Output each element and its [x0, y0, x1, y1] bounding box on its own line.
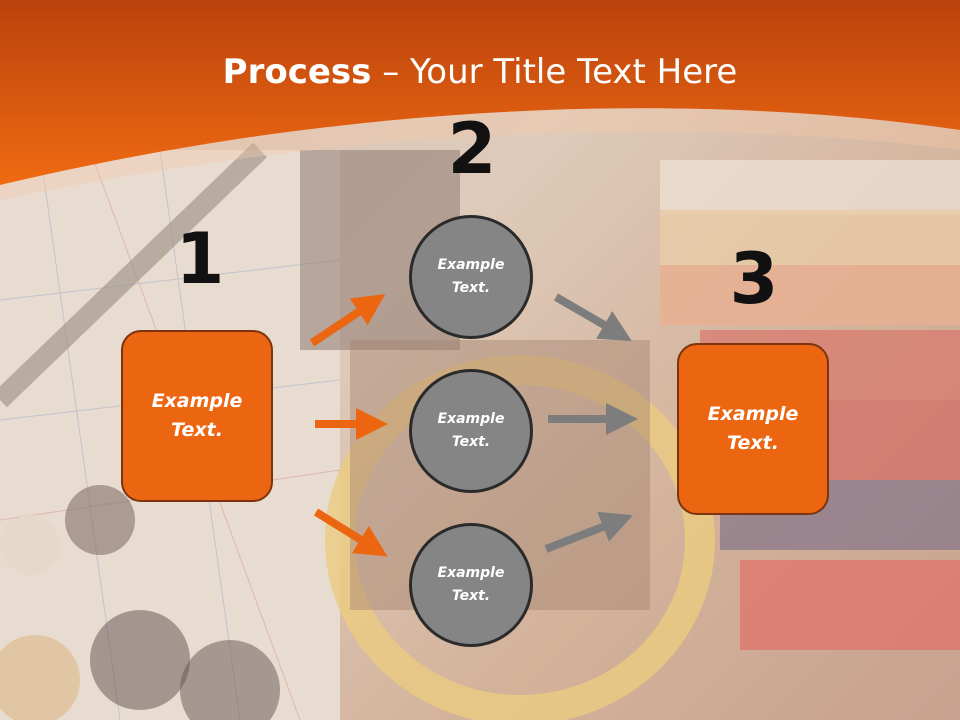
right-box: Example Text. — [677, 343, 829, 515]
circle-top: Example Text. — [409, 215, 533, 339]
step-number-3: 3 — [729, 238, 779, 320]
step-number-2: 2 — [447, 108, 497, 190]
title-separator: – — [371, 52, 411, 92]
arrow-orange-down — [313, 508, 388, 557]
slide-title: Process – Your Title Text Here — [0, 52, 960, 92]
circle-middle: Example Text. — [409, 369, 533, 493]
arrow-gray-up — [553, 293, 632, 342]
circle-bottom: Example Text. — [409, 523, 533, 647]
arrow-orange-up — [309, 294, 386, 347]
arrow-gray-down — [544, 511, 633, 553]
title-rest: Your Title Text Here — [410, 52, 738, 92]
left-box: Example Text. — [121, 330, 273, 502]
title-bold: Process — [222, 52, 372, 92]
header-band — [0, 0, 960, 200]
step-number-1: 1 — [175, 218, 225, 300]
